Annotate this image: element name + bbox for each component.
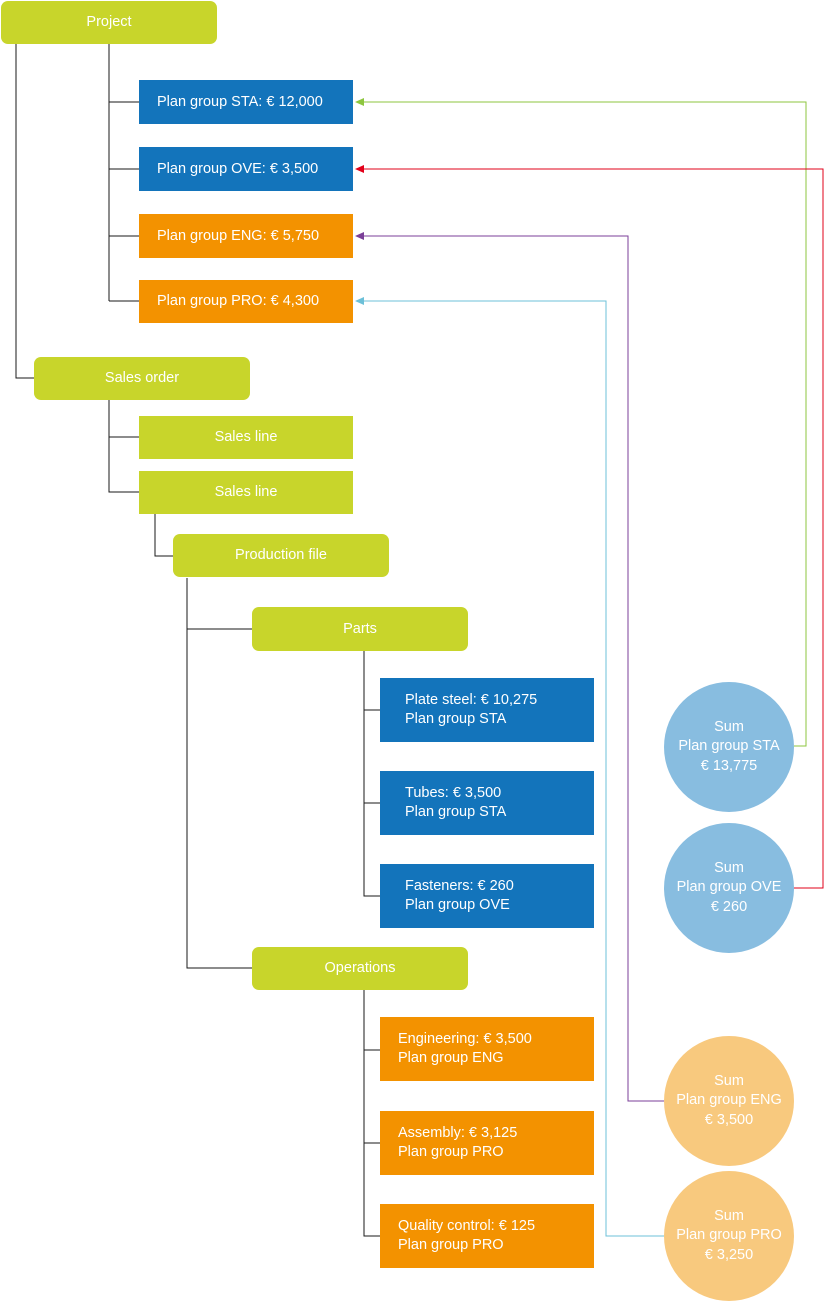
sales-line-label: Sales line bbox=[214, 429, 278, 445]
part-item-plan-group: Plan group STA bbox=[405, 804, 507, 820]
operation-item-plan-group: Plan group ENG bbox=[398, 1050, 504, 1066]
arrow-pro bbox=[362, 300, 664, 1237]
plan-group-pro-label: Plan group PRO: € 4,300 bbox=[157, 293, 320, 309]
sales-line-node-1: Sales line bbox=[139, 416, 353, 459]
sum-plan-group: Plan group STA bbox=[678, 738, 780, 755]
sum-circle-sta: Sum Plan group STA € 13,775 bbox=[664, 682, 794, 812]
sum-value: € 3,250 bbox=[704, 1246, 754, 1263]
sum-value: € 13,775 bbox=[700, 757, 758, 774]
operation-item-name: Assembly: € 3,125 bbox=[398, 1125, 518, 1141]
operation-item-plan-group: Plan group PRO bbox=[398, 1144, 504, 1160]
plan-group-ove-node: Plan group OVE: € 3,500 bbox=[139, 147, 353, 191]
sum-arrows bbox=[355, 98, 824, 1237]
sum-label: Sum bbox=[714, 1072, 744, 1089]
part-item-name: Fasteners: € 260 bbox=[405, 878, 514, 894]
sum-circle-ove: Sum Plan group OVE € 260 bbox=[664, 823, 794, 953]
operations-node: Operations bbox=[252, 947, 468, 990]
sum-circle-eng: Sum Plan group ENG € 3,500 bbox=[664, 1036, 794, 1166]
plan-group-sta-node: Plan group STA: € 12,000 bbox=[139, 80, 353, 124]
arrow-ove-head bbox=[355, 165, 364, 173]
operations-label: Operations bbox=[324, 960, 396, 976]
plan-group-pro-node: Plan group PRO: € 4,300 bbox=[139, 280, 353, 323]
operation-item-name: Engineering: € 3,500 bbox=[398, 1031, 532, 1047]
sum-value: € 3,500 bbox=[704, 1111, 754, 1128]
sales-order-label: Sales order bbox=[104, 370, 180, 386]
sum-value: € 260 bbox=[710, 898, 748, 915]
sales-line-node-2: Sales line bbox=[139, 471, 353, 514]
plan-group-eng-label: Plan group ENG: € 5,750 bbox=[157, 227, 320, 244]
arrow-sta bbox=[362, 101, 807, 747]
production-file-label: Production file bbox=[235, 547, 327, 563]
operation-item-plan-group: Plan group PRO bbox=[398, 1237, 504, 1253]
sum-label: Sum bbox=[714, 1207, 744, 1224]
operation-item-name: Quality control: € 125 bbox=[398, 1218, 536, 1234]
plan-group-sta-label: Plan group STA: € 12,000 bbox=[157, 93, 323, 110]
sum-plan-group: Plan group OVE bbox=[676, 879, 782, 896]
production-file-node: Production file bbox=[173, 534, 389, 577]
parts-label: Parts bbox=[343, 620, 377, 637]
part-item-plan-group: Plan group STA bbox=[405, 711, 507, 727]
part-item-name: Tubes: € 3,500 bbox=[405, 785, 502, 801]
part-item-name: Plate steel: € 10,275 bbox=[405, 692, 538, 708]
sum-plan-group: Plan group ENG bbox=[676, 1092, 782, 1109]
tree-lines bbox=[15, 44, 380, 1237]
parts-node: Parts bbox=[252, 607, 468, 651]
sales-line-label: Sales line bbox=[214, 484, 278, 500]
project-node: Project bbox=[1, 1, 217, 44]
arrow-ove bbox=[362, 168, 824, 889]
plan-group-eng-node: Plan group ENG: € 5,750 bbox=[139, 214, 353, 258]
sales-order-node: Sales order bbox=[34, 357, 250, 400]
sum-label: Sum bbox=[714, 718, 744, 735]
arrow-eng-head bbox=[355, 232, 364, 240]
project-label: Project bbox=[86, 14, 132, 30]
part-item-plan-group: Plan group OVE bbox=[405, 897, 510, 913]
sum-circle-pro: Sum Plan group PRO € 3,250 bbox=[664, 1171, 794, 1301]
arrow-sta-head bbox=[355, 98, 364, 106]
arrow-pro-head bbox=[355, 297, 364, 305]
sum-label: Sum bbox=[714, 859, 744, 876]
sum-plan-group: Plan group PRO bbox=[676, 1227, 782, 1244]
arrow-eng bbox=[362, 235, 664, 1102]
plan-group-ove-label: Plan group OVE: € 3,500 bbox=[157, 160, 319, 177]
